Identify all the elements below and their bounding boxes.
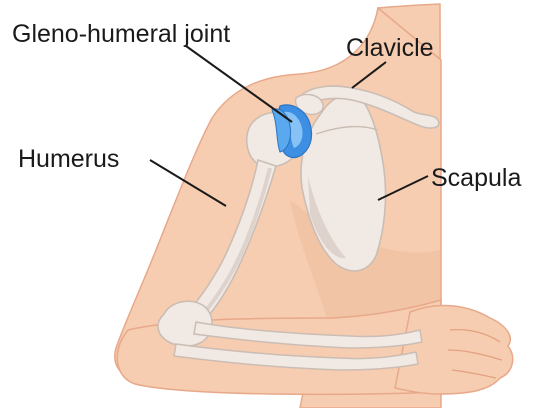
label-clavicle: Clavicle [346,34,434,62]
label-humerus: Humerus [18,145,119,173]
label-gleno-humeral-joint: Gleno-humeral joint [12,20,230,48]
label-scapula: Scapula [431,164,521,192]
